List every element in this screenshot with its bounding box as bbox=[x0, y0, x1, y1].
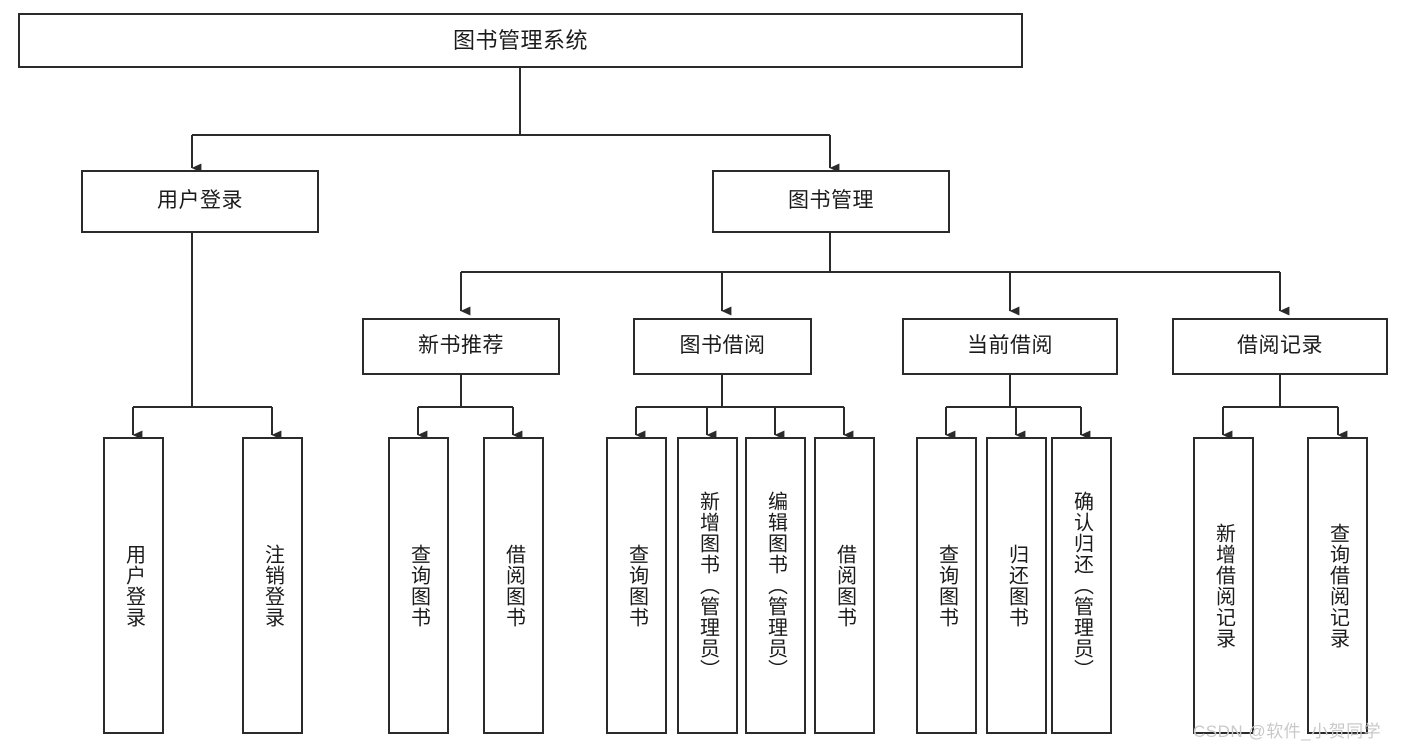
node-leaf-newbook-borrow[interactable]: 借阅图书 bbox=[483, 437, 544, 734]
node-leaf-current-query-label: 查询图书 bbox=[935, 543, 958, 628]
node-leaf-record-add[interactable]: 新增借阅记录 bbox=[1193, 437, 1254, 734]
node-leaf-record-query-label: 查询借阅记录 bbox=[1326, 522, 1349, 649]
node-book-borrow[interactable]: 图书借阅 bbox=[633, 318, 812, 375]
node-leaf-borrow-query[interactable]: 查询图书 bbox=[606, 437, 667, 734]
node-user-login-label: 用户登录 bbox=[157, 189, 243, 213]
node-leaf-borrow-add[interactable]: 新增图书（管理员） bbox=[677, 437, 738, 734]
node-leaf-borrow-edit[interactable]: 编辑图书（管理员） bbox=[745, 437, 806, 734]
node-leaf-logout-label: 注销登录 bbox=[261, 543, 284, 628]
node-leaf-logout[interactable]: 注销登录 bbox=[242, 437, 303, 734]
node-leaf-current-query[interactable]: 查询图书 bbox=[916, 437, 977, 734]
node-leaf-current-confirm-label: 确认归还（管理员） bbox=[1070, 491, 1093, 680]
node-leaf-user-login-label: 用户登录 bbox=[122, 543, 145, 628]
node-borrow-record[interactable]: 借阅记录 bbox=[1172, 318, 1388, 375]
node-leaf-borrow-book[interactable]: 借阅图书 bbox=[814, 437, 875, 734]
node-new-book-label: 新书推荐 bbox=[418, 334, 504, 358]
node-book-manage-label: 图书管理 bbox=[788, 189, 874, 213]
node-root-system[interactable]: 图书管理系统 bbox=[18, 13, 1023, 68]
node-borrow-record-label: 借阅记录 bbox=[1237, 334, 1323, 358]
node-book-borrow-label: 图书借阅 bbox=[679, 334, 766, 358]
node-user-login[interactable]: 用户登录 bbox=[81, 170, 319, 233]
node-leaf-newbook-query[interactable]: 查询图书 bbox=[388, 437, 449, 734]
node-book-manage[interactable]: 图书管理 bbox=[712, 170, 950, 233]
node-leaf-current-return[interactable]: 归还图书 bbox=[986, 437, 1047, 734]
node-root-system-label: 图书管理系统 bbox=[452, 27, 588, 53]
node-leaf-newbook-borrow-label: 借阅图书 bbox=[502, 543, 525, 628]
node-leaf-newbook-query-label: 查询图书 bbox=[407, 543, 430, 628]
node-leaf-record-add-label: 新增借阅记录 bbox=[1212, 522, 1235, 649]
node-leaf-current-confirm[interactable]: 确认归还（管理员） bbox=[1051, 437, 1112, 734]
node-current-borrow[interactable]: 当前借阅 bbox=[902, 318, 1118, 375]
node-leaf-borrow-edit-label: 编辑图书（管理员） bbox=[764, 491, 787, 680]
node-leaf-borrow-book-label: 借阅图书 bbox=[833, 543, 856, 628]
node-new-book[interactable]: 新书推荐 bbox=[362, 318, 560, 375]
node-leaf-record-query[interactable]: 查询借阅记录 bbox=[1307, 437, 1368, 734]
node-leaf-current-return-label: 归还图书 bbox=[1005, 543, 1028, 628]
node-current-borrow-label: 当前借阅 bbox=[967, 334, 1053, 358]
node-leaf-user-login[interactable]: 用户登录 bbox=[103, 437, 164, 734]
node-leaf-borrow-query-label: 查询图书 bbox=[625, 543, 648, 628]
node-leaf-borrow-add-label: 新增图书（管理员） bbox=[696, 491, 719, 680]
